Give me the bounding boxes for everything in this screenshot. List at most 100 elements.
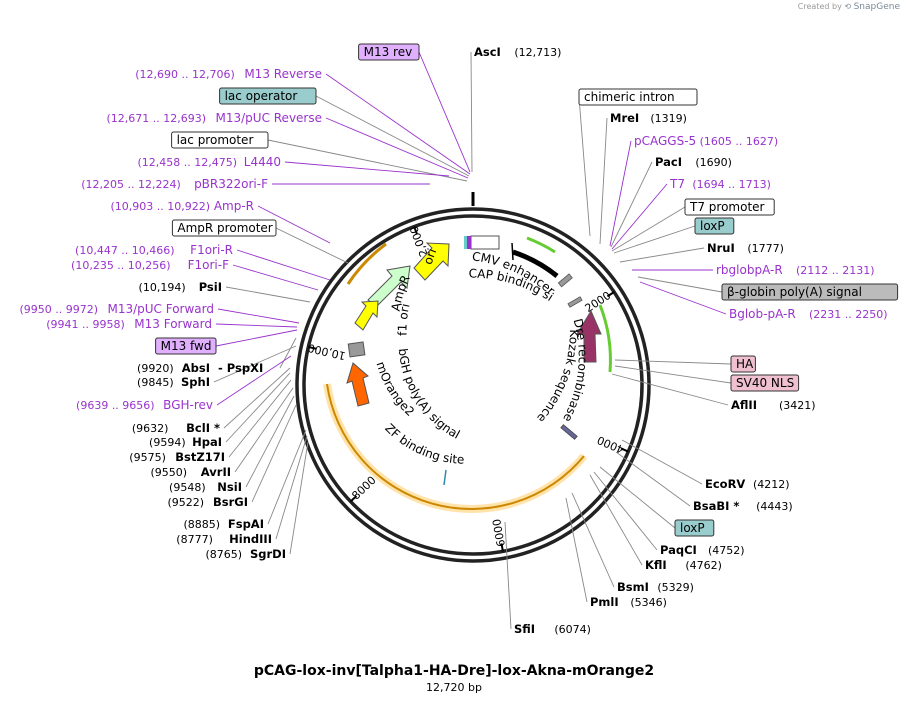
- annotation-12: PsiI (10,194): [139, 280, 222, 294]
- leader-line: [267, 139, 468, 182]
- enzyme-position: (10,194): [139, 281, 186, 294]
- enzyme-position: (4443): [756, 500, 793, 513]
- feature-label: lac promoter: [177, 133, 254, 147]
- enzyme-position: (1690): [695, 156, 732, 169]
- annotation-38: Bglob-pA-R(2231 .. 2250): [729, 307, 888, 321]
- annotation-35: NruI(1777): [707, 241, 784, 255]
- ring-label-f1ori: f1 ori: [395, 302, 412, 336]
- annotation-21: BstZ17I(9575): [129, 450, 225, 464]
- enzyme-position: (8777): [176, 533, 213, 546]
- feature-label-box: [578, 88, 698, 106]
- primer-label: pBR322ori-F: [194, 177, 268, 191]
- leader-line: [275, 227, 349, 264]
- feature-label-box: [171, 131, 269, 149]
- enzyme-name: PsiI: [199, 280, 222, 294]
- enzyme-position: (8885): [183, 518, 220, 531]
- annotation-34: loxP: [694, 217, 735, 235]
- enzyme-position: (9522): [167, 496, 204, 509]
- ruler-tick-1: [620, 447, 629, 453]
- beta-globin-polya-feature: [567, 296, 583, 308]
- annotation-42: EcoRV(4212): [705, 477, 790, 491]
- primer-range: (10,235 .. 10,256): [71, 259, 171, 272]
- enzyme-name: EcoRV: [705, 477, 745, 491]
- primer-range: (12,205 .. 12,224): [81, 178, 181, 191]
- leader-line: [325, 73, 471, 175]
- enzyme-position: (8765): [205, 548, 242, 561]
- primer-range: (12,671 .. 12,693): [106, 112, 206, 125]
- annotation-32: T7(1694 .. 1713): [669, 177, 771, 191]
- feature-label: M13 rev: [364, 45, 413, 59]
- annotation-28: chimeric intron: [578, 88, 698, 106]
- primer-label: pCAGGS-5: [634, 134, 696, 148]
- leader-line: [257, 205, 331, 244]
- leader-line: [251, 404, 297, 503]
- annotation-22: AvrII(9550): [150, 465, 231, 479]
- leader-line: [470, 51, 473, 173]
- ampr-feature: [367, 265, 411, 307]
- annotation-44: loxP: [674, 519, 715, 537]
- annotation-46: KflI(4762): [645, 558, 722, 572]
- leader-line: [284, 161, 450, 177]
- leader-line: [213, 345, 297, 383]
- primer-range: (2231 .. 2250): [809, 308, 888, 321]
- feature-label: HA: [736, 357, 754, 371]
- primer-range: (9950 .. 9972): [19, 303, 98, 316]
- plasmid-title: pCAG-lox-inv[Talpha1-HA-Dre]-lox-Akna-mO…: [254, 663, 654, 679]
- leader-line: [275, 435, 308, 540]
- lac-operator-feature: [464, 236, 467, 249]
- ruler-tick-3: [349, 495, 358, 503]
- annotation-43: BsaBI * (4443): [693, 499, 793, 513]
- annotation-20: HpaI (9594): [149, 435, 222, 449]
- leader-line: [504, 521, 512, 630]
- enzyme-position: (1319): [650, 112, 687, 125]
- annotation-18: BGH-rev (9639 .. 9656): [76, 398, 213, 412]
- annotation-0: M13 rev: [358, 43, 420, 61]
- annotation-39: HA: [730, 355, 756, 373]
- enzyme-position: (12,713): [514, 46, 561, 59]
- leader-line: [234, 387, 294, 473]
- credit-prefix: Created by: [797, 2, 842, 11]
- enzyme-name: HindIII: [229, 532, 272, 546]
- annotation-49: SfiI(6074): [514, 622, 591, 636]
- feature-label-box: [684, 198, 775, 216]
- enzyme-name: BsaBI *: [693, 499, 739, 513]
- enzyme-position: (4762): [685, 559, 722, 572]
- annotation-23: NsiI(9548): [169, 480, 242, 494]
- primer-label: BGH-rev: [163, 398, 213, 412]
- feature-label: M13 fwd: [161, 339, 212, 353]
- annotation-2: M13 Reverse(12,690 .. 12,706): [135, 67, 322, 81]
- enzyme-position: (1777): [747, 242, 784, 255]
- annotation-26: HindIII (8777): [176, 532, 272, 546]
- leader-line: [611, 206, 686, 252]
- annotation-5: lac promoter: [171, 131, 269, 149]
- enzyme-position: (5346): [630, 596, 667, 609]
- annotation-33: T7 promoter: [684, 198, 775, 216]
- leader-line: [610, 161, 653, 248]
- annotation-41: AflII(3421): [731, 398, 816, 412]
- ruler-tick-4: [308, 345, 317, 350]
- ruler-tick-5: [413, 226, 418, 235]
- primer-range: (1605 .. 1627): [700, 135, 779, 148]
- primer-range: (10,903 .. 10,922): [110, 200, 210, 213]
- enzyme-position: (9594): [149, 436, 186, 449]
- ruler-tick-label-2: 6000: [490, 518, 508, 548]
- enzyme-name: FspAI: [228, 517, 264, 531]
- feature-label: AmpR promoter: [177, 221, 272, 235]
- primer-range: (9639 .. 9656): [76, 399, 155, 412]
- enzyme-name: HpaI: [192, 435, 222, 449]
- primer-range: (1694 .. 1713): [692, 178, 771, 191]
- ori-feature: [413, 242, 450, 281]
- enzyme-name: BsmI: [617, 580, 649, 594]
- primer-arc-green-2: [598, 304, 612, 373]
- feature-label: lac operator: [225, 89, 298, 103]
- ruler-tick-0: [606, 291, 615, 298]
- credit: Created by ⟲ SnapGene: [798, 2, 900, 12]
- enzyme-name: SgrDI: [250, 547, 286, 561]
- leader-line: [614, 359, 732, 365]
- leader-lines: [213, 51, 732, 630]
- annotation-27: SgrDI (8765): [205, 547, 286, 561]
- ruler-tick-label-3: 8000: [349, 474, 378, 503]
- leader-line: [609, 140, 632, 247]
- leader-line: [267, 429, 307, 525]
